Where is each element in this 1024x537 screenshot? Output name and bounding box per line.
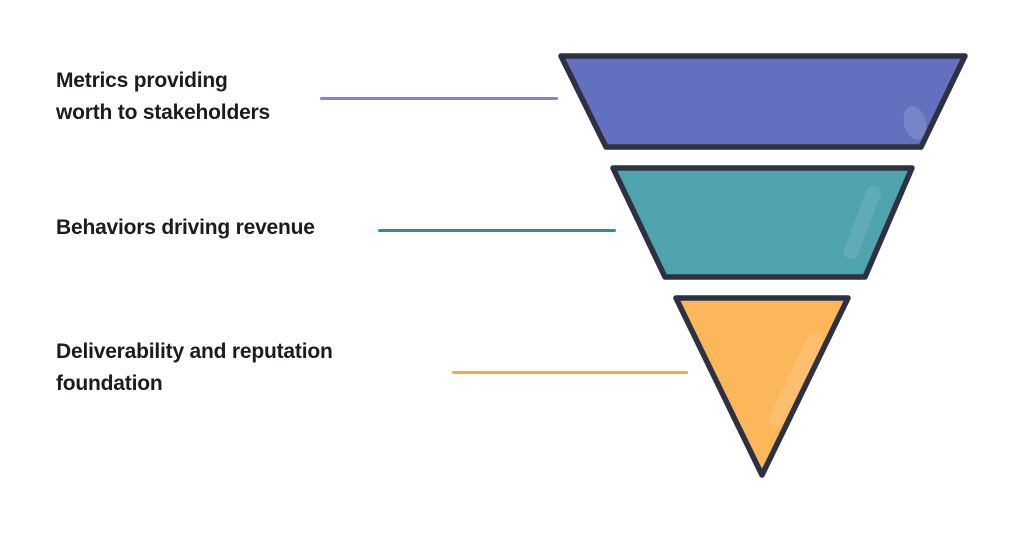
label-line: Metrics providing [56, 69, 228, 92]
label-line: Deliverability and reputation [56, 340, 333, 363]
funnel-label-revenue-behaviors: Behaviors driving revenue [56, 212, 315, 244]
funnel-label-deliverability-foundation: Deliverability and reputation foundation [56, 336, 333, 400]
connector-line-stakeholder-metrics [320, 97, 558, 100]
funnel-tier-middle [610, 165, 915, 280]
funnel-tier-top [558, 53, 968, 150]
funnel-tier-bottom [673, 295, 851, 478]
tier-top-sheen [903, 106, 927, 140]
tier-bottom-sheen [769, 332, 823, 426]
tier-middle-sheen [843, 185, 882, 260]
funnel-label-stakeholder-metrics: Metrics providing worth to stakeholders [56, 65, 270, 129]
label-line: Behaviors driving revenue [56, 216, 315, 239]
label-line: foundation [56, 372, 163, 395]
connector-line-revenue-behaviors [378, 229, 616, 232]
connector-line-deliverability-foundation [452, 371, 688, 374]
label-line: worth to stakeholders [56, 101, 271, 124]
